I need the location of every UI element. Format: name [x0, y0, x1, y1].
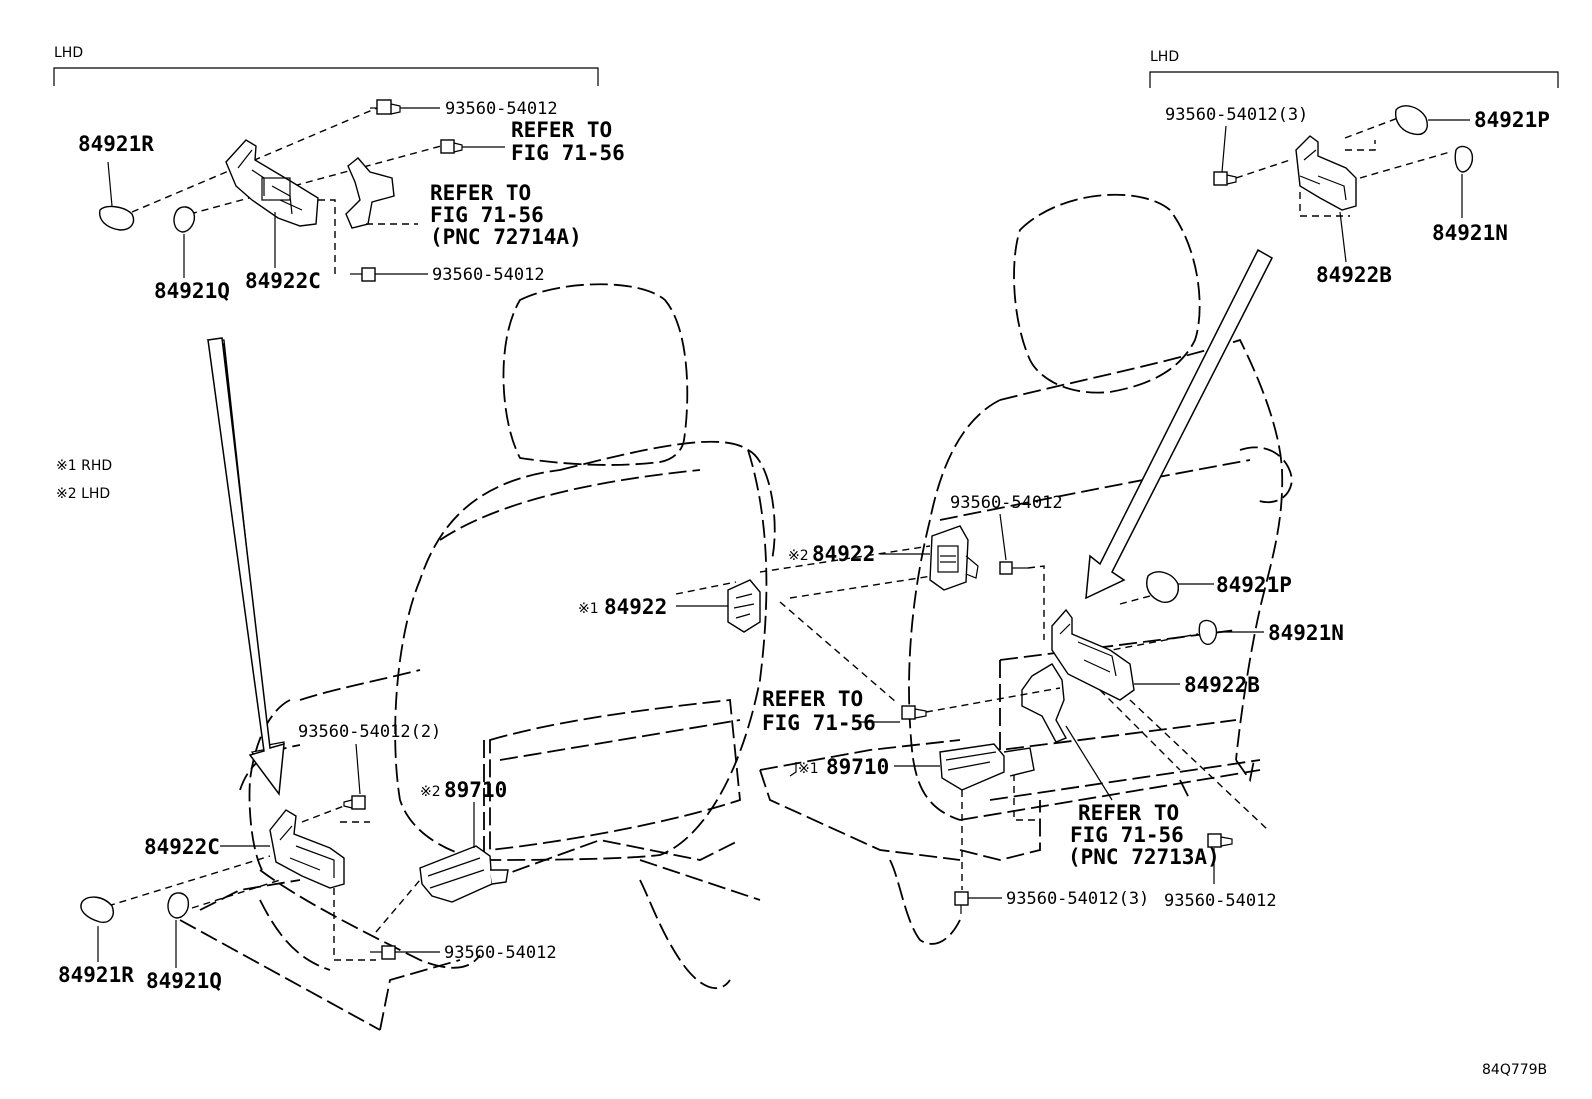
bolt-icon: [1213, 171, 1237, 186]
part-label-84922b: 84922B: [1316, 263, 1392, 287]
bolt-label: 93560-54012: [1164, 891, 1277, 911]
refer-label: FIG 71-56: [430, 203, 544, 227]
switch-knob-icon: [1198, 619, 1218, 645]
bolt-label: 93560-54012: [444, 943, 557, 963]
switch-knob-icon: [1395, 105, 1428, 136]
part-label-84922c: 84922C: [144, 835, 220, 859]
left-lhd-bracket: LHD: [53, 45, 599, 86]
refer-label: REFER TO: [1078, 801, 1179, 825]
right-middle-detail: 84921P 84921N 84922B REFER TO FIG 71-56 …: [762, 571, 1344, 914]
part-label-84921q: 84921Q: [146, 969, 222, 993]
bolt-label: 93560-54012(3): [1165, 105, 1308, 125]
top-left-detail: 93560-54012 REFER TO FIG 71-56 REFER TO …: [78, 99, 625, 303]
bolt-label: 93560-54012(2): [298, 722, 441, 742]
note-lhd: ※2 LHD: [56, 486, 110, 502]
refer-label: (PNC 72713A): [1068, 845, 1220, 869]
note1-mark: ※1: [578, 601, 599, 617]
bracket-icon: [345, 157, 395, 229]
refer-label: (PNC 72714A): [430, 225, 582, 249]
part-label-84922: 84922: [604, 595, 667, 619]
right-lhd-bracket: LHD: [1149, 49, 1559, 88]
part-label-89710: 89710: [826, 755, 889, 779]
left-down-arrow-icon: [206, 337, 285, 797]
part-label-89710: 89710: [444, 778, 507, 802]
note1-mark: ※1: [798, 761, 819, 777]
refer-label: FIG 71-56: [762, 711, 876, 735]
refer-label: REFER TO: [511, 118, 612, 142]
part-label-84921q: 84921Q: [154, 279, 230, 303]
switch-knob-icon: [1454, 145, 1474, 173]
switch-knob-icon: [1146, 571, 1179, 603]
part-label-84921n: 84921N: [1268, 621, 1344, 645]
refer-label: FIG 71-56: [511, 141, 625, 165]
right-down-arrow-icon: [1085, 248, 1273, 600]
bracket-icon: [225, 139, 319, 227]
part-label-84921p: 84921P: [1474, 108, 1550, 132]
bolt-label: 93560-54012(3): [1006, 889, 1149, 909]
switch-knob-icon: [80, 896, 114, 923]
bolt-icon: [440, 139, 463, 154]
bolt-icon: [901, 705, 927, 720]
bracket-icon: [269, 809, 345, 889]
bolt-icon: [350, 267, 376, 282]
part-label-84921r: 84921R: [58, 963, 134, 987]
note2-mark: ※2: [788, 548, 809, 564]
bolt-icon: [999, 561, 1028, 575]
note-rhd: ※1 RHD: [56, 458, 112, 474]
middle-switches: 93560-54012 ※2 84922 ※1 84922: [578, 493, 1063, 703]
bolt-icon: [370, 945, 396, 960]
right-seat-outline-icon: [759, 193, 1293, 945]
part-label-84921n: 84921N: [1432, 221, 1508, 245]
bolt-icon: [954, 891, 969, 914]
left-lhd-label: LHD: [54, 45, 83, 61]
switch-knob-icon: [167, 892, 190, 919]
bottom-left-detail: 93560-54012(2) 84922C 84921R 84921Q: [58, 722, 557, 993]
switch-knob-icon: [173, 206, 196, 233]
bracket-icon: [1295, 135, 1357, 211]
switch-knob-icon: [99, 205, 135, 231]
bolt-icon: [1207, 833, 1233, 848]
refer-label: REFER TO: [430, 181, 531, 205]
figure-code: 84Q779B: [1482, 1062, 1547, 1078]
bracket-icon: [939, 743, 1035, 791]
bolt-label: 93560-54012: [950, 493, 1063, 513]
bolt-label: 93560-54012: [432, 265, 545, 285]
bolt-label: 93560-54012: [445, 99, 558, 119]
bolt-icon: [370, 99, 401, 115]
top-right-detail: 93560-54012(3) 84922B 84921P 84921N: [1165, 105, 1550, 287]
part-label-84921r: 84921R: [78, 132, 154, 156]
right-lhd-label: LHD: [1150, 49, 1179, 65]
part-label-84922b: 84922B: [1184, 673, 1260, 697]
part-label-84921p: 84921P: [1216, 573, 1292, 597]
part-label-84922c: 84922C: [245, 269, 321, 293]
refer-label: REFER TO: [762, 687, 863, 711]
bracket-icon: [1051, 608, 1135, 701]
left-seat-outline-icon: [179, 283, 776, 1031]
bracket-icon: [419, 845, 509, 903]
bracket-icon: [1021, 663, 1067, 743]
bolt-icon: [343, 795, 366, 810]
refer-label: FIG 71-56: [1070, 823, 1184, 847]
bracket-icon: [929, 525, 979, 591]
note2-mark: ※2: [420, 784, 441, 800]
bracket-icon: [727, 579, 761, 633]
